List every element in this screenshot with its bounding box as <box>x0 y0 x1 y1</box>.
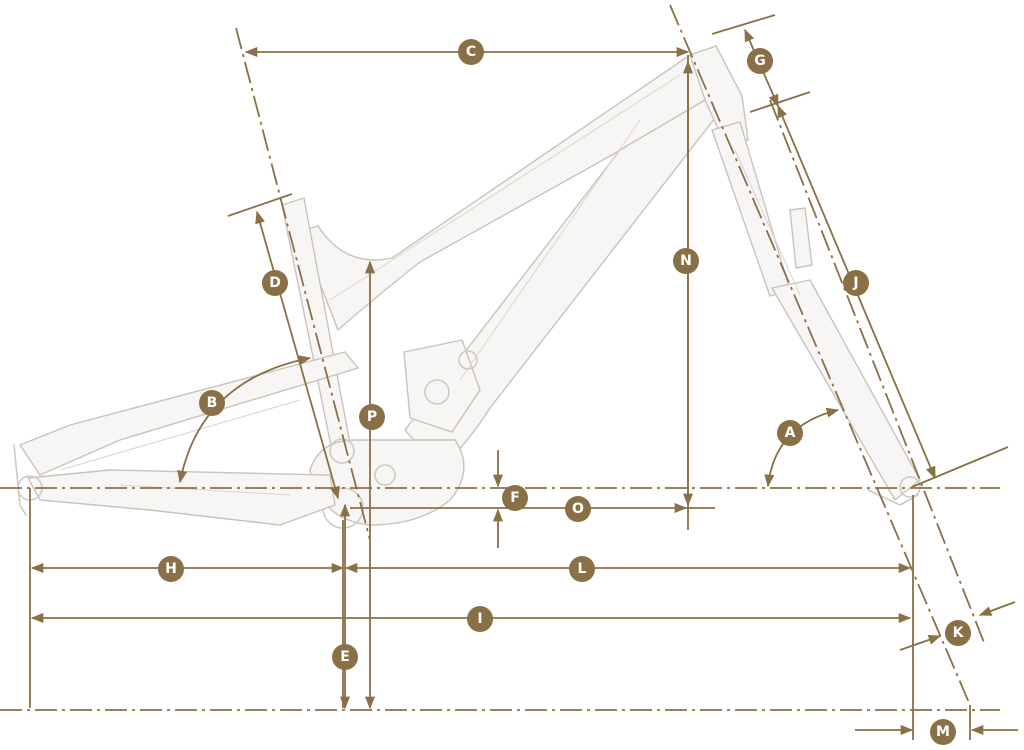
top-tube-detail <box>329 74 681 301</box>
callout-n: N <box>673 248 699 274</box>
svg-text:P: P <box>367 409 377 425</box>
svg-text:O: O <box>572 501 584 517</box>
callout-j: J <box>843 270 869 296</box>
svg-text:N: N <box>680 253 692 269</box>
fork-dropout <box>867 489 919 506</box>
rear-shock <box>403 339 481 433</box>
svg-text:L: L <box>578 561 587 577</box>
callout-e: E <box>332 644 358 670</box>
dim-line-d <box>255 210 340 500</box>
callout-o: O <box>565 496 591 522</box>
seat-stay <box>18 351 360 476</box>
svg-text:D: D <box>269 275 281 291</box>
svg-text:C: C <box>466 44 476 60</box>
svg-text:A: A <box>785 425 796 441</box>
callout-g: G <box>747 48 773 74</box>
down-tube-detail <box>459 119 641 381</box>
fork-steerer <box>711 121 791 297</box>
svg-text:E: E <box>340 649 350 665</box>
callout-p: P <box>359 404 385 430</box>
svg-text:M: M <box>936 724 950 740</box>
svg-text:G: G <box>754 53 766 69</box>
callout-f: F <box>502 485 528 511</box>
dim-arc-a <box>764 407 840 488</box>
shock-pivot <box>424 379 450 405</box>
callout-c: C <box>458 39 484 65</box>
dim-tick-d <box>227 193 293 217</box>
fork-axis <box>769 99 986 646</box>
callout-labels: A B C D E F G H I J K L M N O P <box>158 39 971 745</box>
callout-i: I <box>467 606 493 632</box>
steering-axis <box>669 4 971 706</box>
svg-text:I: I <box>477 611 482 627</box>
rear-dropout <box>13 444 27 516</box>
svg-text:H: H <box>165 561 177 577</box>
dim-line-k-left <box>899 634 942 651</box>
svg-text:J: J <box>852 275 858 291</box>
callout-b: B <box>199 390 225 416</box>
callout-h: H <box>158 556 184 582</box>
svg-text:B: B <box>207 395 218 411</box>
callout-d: D <box>262 270 288 296</box>
svg-text:K: K <box>953 625 965 641</box>
dim-tick-g-bottom <box>749 91 811 113</box>
callout-m: M <box>930 719 956 745</box>
svg-text:F: F <box>510 490 520 506</box>
callout-a: A <box>777 420 803 446</box>
dim-line-k-right <box>978 601 1016 616</box>
callout-k: K <box>945 620 971 646</box>
head-tube <box>689 45 749 143</box>
dim-tick-j <box>911 446 1009 488</box>
callout-l: L <box>569 556 595 582</box>
dim-tick-g-top <box>711 14 776 35</box>
fork-brake-mount <box>789 207 813 269</box>
